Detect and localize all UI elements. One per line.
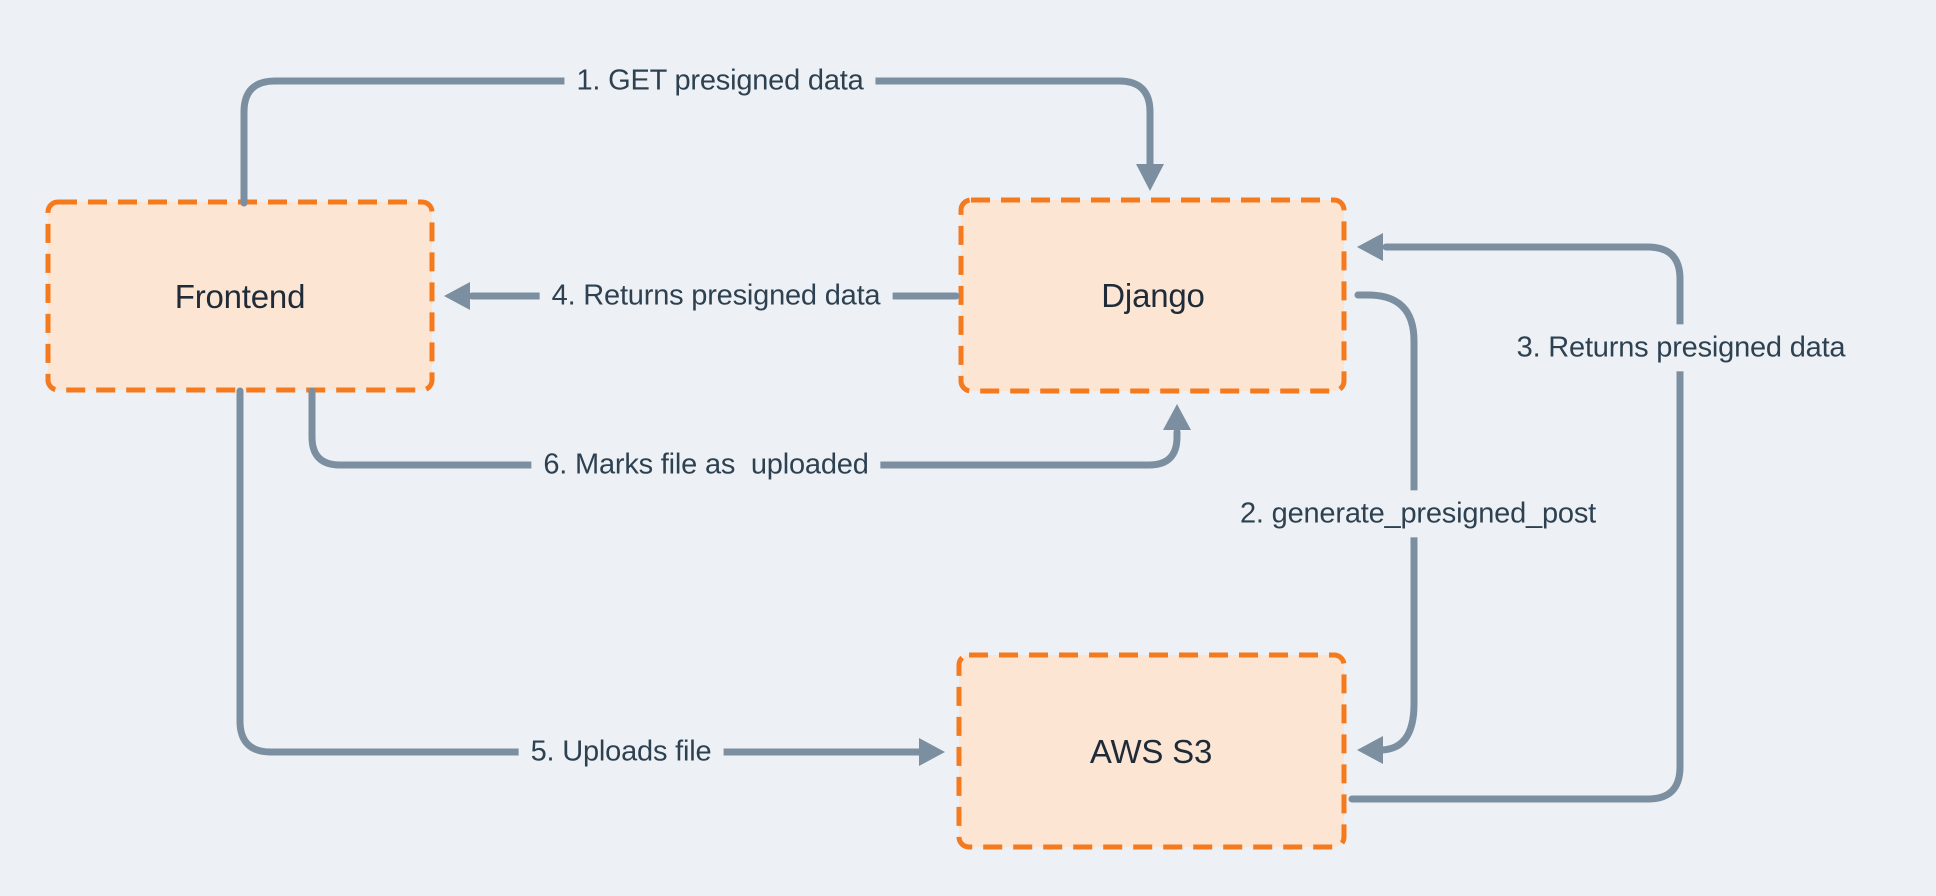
edge-label-5-uploads-file: 5. Uploads file: [518, 728, 724, 776]
edge-label-3-returns-presigned-data: 3. Returns presigned data: [1504, 324, 1858, 372]
arrow-5-line: [236, 387, 924, 756]
node-boxes: [45, 197, 1347, 850]
django-box: [958, 197, 1347, 394]
edge-label-2-generate-presigned-post: 2. generate_presigned_post: [1228, 490, 1608, 538]
django-node-label: Django: [1101, 277, 1205, 314]
arrow-3-line: [1348, 243, 1684, 803]
arrow-5-head: [919, 738, 945, 766]
aws-s3-box: [956, 652, 1347, 850]
arrow-3-head: [1357, 233, 1383, 261]
arrow-4-head: [444, 282, 470, 310]
frontend-node-label: Frontend: [174, 278, 306, 315]
edge-label-4-returns-presigned-data: 4. Returns presigned data: [539, 272, 893, 320]
arrow-6-head: [1163, 404, 1191, 430]
arrow-2-head: [1357, 736, 1383, 764]
edge-label-6-marks-file-uploaded: 6. Marks file as uploaded: [531, 441, 881, 489]
arrow-1-head: [1136, 164, 1164, 191]
arrow-3-returns-presigned-data: [1348, 233, 1684, 803]
arrow-2-line: [1354, 291, 1418, 754]
arrow-2-generate-presigned-post: [1354, 291, 1418, 764]
aws-s3-node-label: AWS S3: [1089, 733, 1213, 770]
edge-label-1-get-presigned-data: 1. GET presigned data: [564, 57, 876, 105]
frontend-box: [45, 199, 435, 393]
arrow-5-uploads-file: [236, 387, 945, 766]
